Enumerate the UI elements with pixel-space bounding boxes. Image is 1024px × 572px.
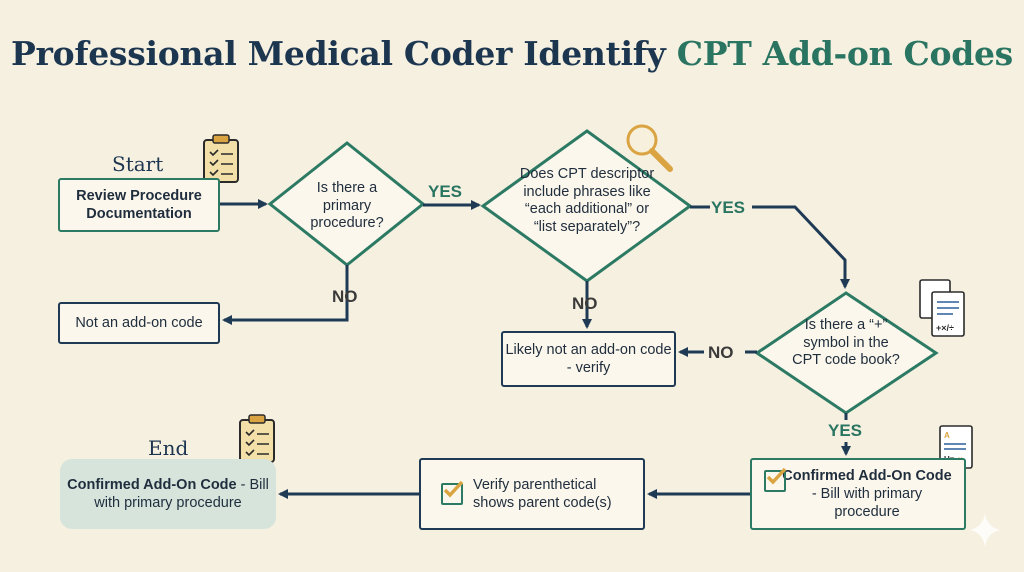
- start-label: Start: [112, 152, 164, 176]
- plus-question-text: Is there a “+” symbol in the CPT code bo…: [792, 317, 900, 369]
- magnifier-icon: [626, 124, 673, 172]
- title-main: Professional Medical Coder Identify: [11, 34, 666, 73]
- end-label: End: [148, 436, 189, 460]
- arrow-primary-no: [222, 265, 349, 325]
- arrow-descriptor-yes: [690, 205, 845, 287]
- documents-icon: +×/÷: [919, 279, 965, 337]
- confirmed-addon-text: Confirmed Add-On Code - Bill with primar…: [760, 467, 956, 521]
- edge-label-yes: YES: [428, 182, 463, 201]
- checkbox-icon: [441, 480, 464, 505]
- review-procedure-text: Review Procedure Documentation: [76, 187, 202, 222]
- confirmed-addon-box: Confirmed Add-On Code - Bill with primar…: [750, 458, 966, 530]
- edge-label-yes: YES: [711, 198, 746, 217]
- end-confirmed-text: Confirmed Add-On Code - Bill with primar…: [60, 476, 276, 512]
- descriptor-question-text: Does CPT descriptor include phrases like…: [519, 166, 655, 236]
- end-confirmed-bold: Confirmed Add-On Code: [67, 476, 237, 493]
- verify-parenthetical-box: Verify parenthetical shows parent code(s…: [419, 458, 645, 530]
- clipboard-icon: [203, 134, 239, 183]
- title-accent: CPT Add-on Codes: [676, 34, 1014, 73]
- clipboard-icon: [239, 414, 275, 463]
- end-confirmed-rest: - Bill with primary procedure: [94, 476, 269, 511]
- not-addon-box: Not an add-on code: [58, 302, 220, 344]
- edge-label-no: NO: [708, 343, 734, 362]
- confirmed-addon-rest: - Bill with primary procedure: [811, 485, 923, 521]
- page-title: Professional Medical Coder Identify CPT …: [0, 34, 1024, 73]
- svg-text:A: A: [944, 431, 950, 440]
- edge-label-no: NO: [332, 287, 358, 306]
- svg-text:+×/÷: +×/÷: [936, 323, 954, 333]
- end-confirmed-box: Confirmed Add-On Code - Bill with primar…: [60, 459, 276, 529]
- likely-not-addon-box: Likely not an add-on code - verify: [501, 331, 676, 387]
- confirmed-addon-bold: Confirmed Add-On Code: [782, 467, 952, 484]
- checkbox-icon: [764, 467, 787, 492]
- not-addon-text: Not an add-on code: [75, 314, 203, 331]
- sparkle-icon: [970, 513, 1000, 547]
- primary-question-text: Is there a primary procedure?: [310, 180, 384, 232]
- review-procedure-box: Review Procedure Documentation: [58, 178, 220, 232]
- likely-not-addon-text: Likely not an add-on code - verify: [505, 341, 672, 376]
- edge-label-no: NO: [572, 294, 598, 313]
- edge-label-yes: YES: [828, 421, 863, 440]
- verify-parenthetical-text: Verify parenthetical shows parent code(s…: [473, 476, 612, 511]
